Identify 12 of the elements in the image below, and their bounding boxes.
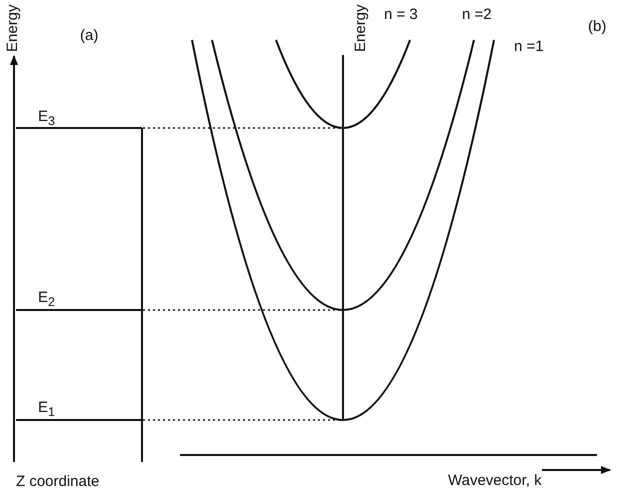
panel-label: (a)	[80, 27, 98, 45]
panel-label: (b)	[588, 18, 606, 36]
axis-label: Energy	[352, 4, 370, 52]
subband-label: n =2	[462, 6, 492, 24]
subband-label: n =1	[514, 38, 544, 56]
energy-level-label: E$_{1}$	[38, 399, 55, 421]
energy-level-label: E$_{3}$	[38, 108, 55, 130]
subband-label: n = 3	[384, 6, 418, 24]
energy-level-label: E$_{2}$	[38, 289, 55, 311]
axis-label: Z coordinate	[16, 473, 100, 491]
axis-label: Wavevector, k	[448, 472, 542, 490]
axis-label: Energy	[4, 4, 22, 52]
